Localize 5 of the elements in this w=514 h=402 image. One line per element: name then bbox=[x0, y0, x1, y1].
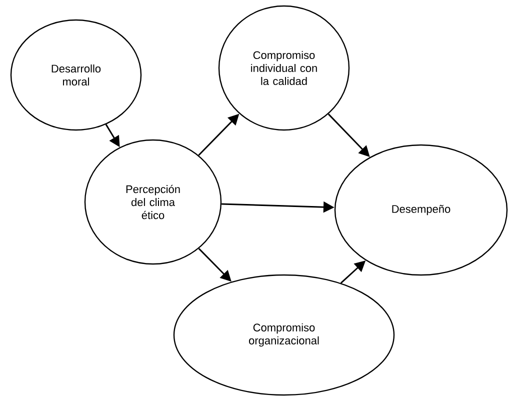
ellipse-node: Desarrollo moral bbox=[10, 19, 142, 131]
ellipse-node: Percepción del clima ético bbox=[84, 139, 222, 265]
ellipse-node: Compromiso organizacional bbox=[173, 274, 395, 396]
ellipse-node: Desempeño bbox=[334, 144, 508, 276]
ellipse-node: Compromiso individual con la calidad bbox=[218, 5, 350, 131]
